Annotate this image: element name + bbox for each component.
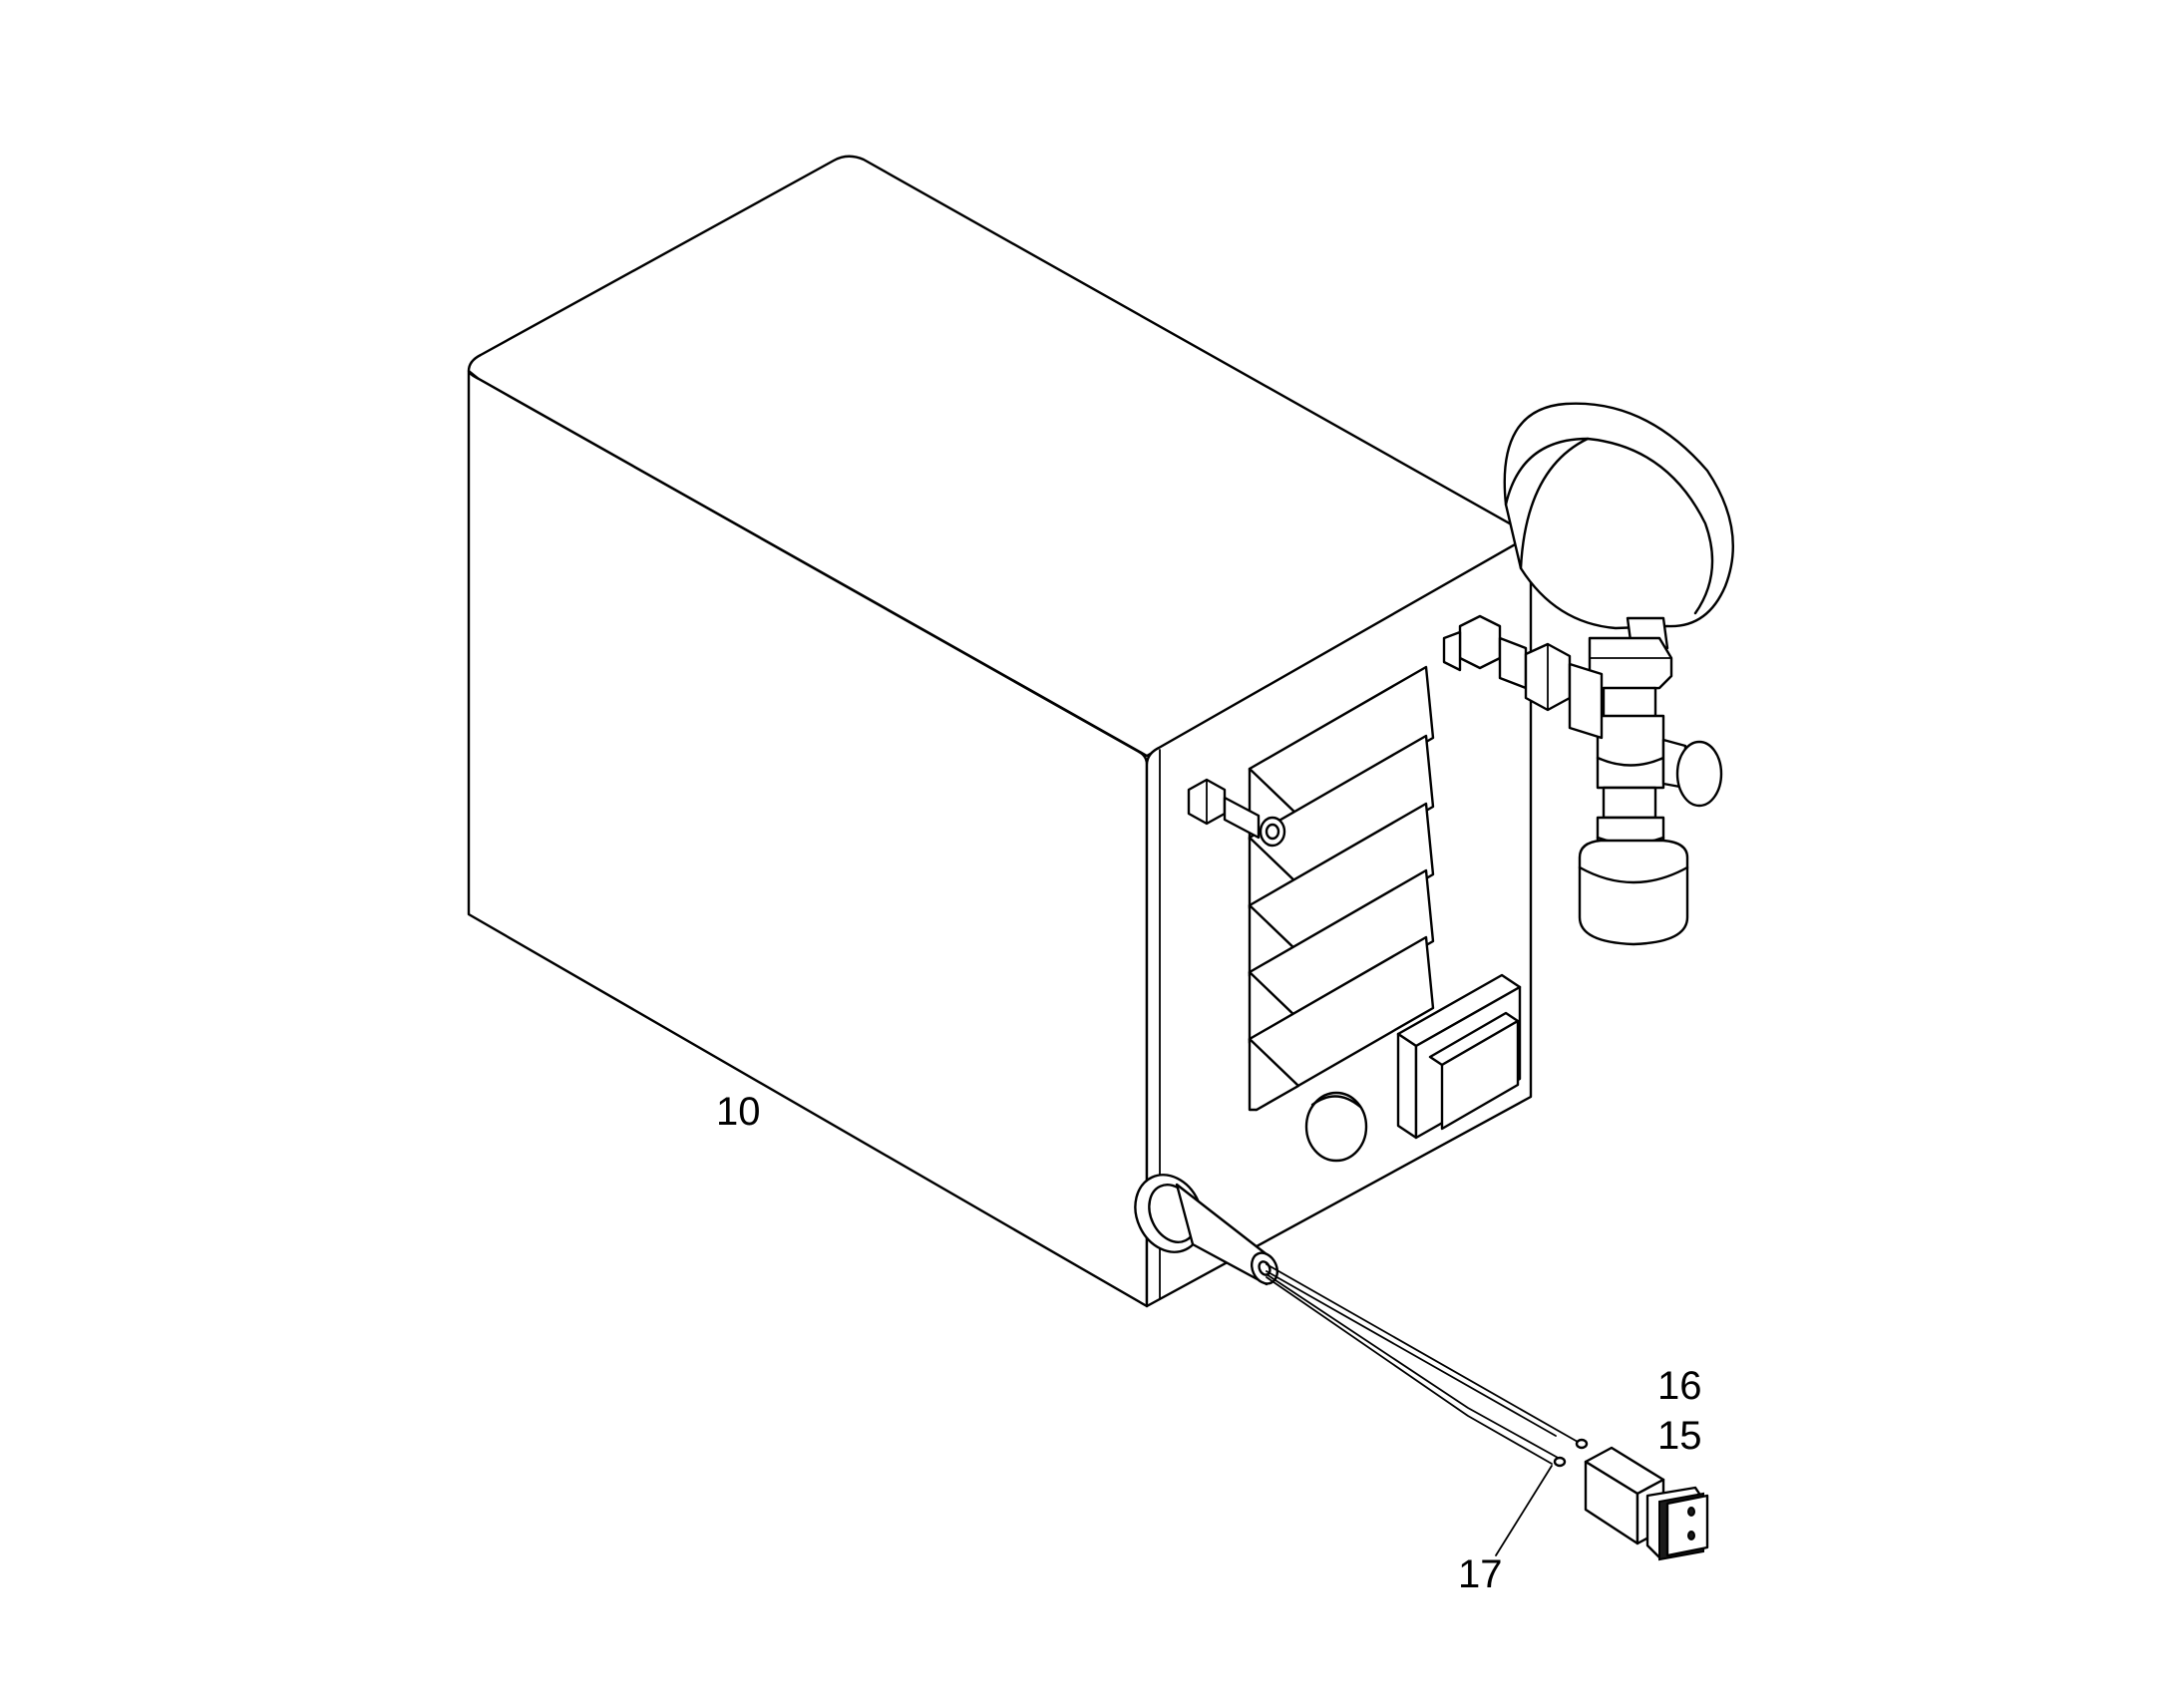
housing-top-face xyxy=(467,155,1533,758)
callout-wire: 17 xyxy=(1458,1552,1503,1596)
terminal-block xyxy=(1248,935,1435,1112)
gauge-dial-icon xyxy=(1503,402,1734,630)
callout-connector-a: 16 xyxy=(1657,1364,1702,1408)
pressure-gauge-assembly xyxy=(1442,402,1734,946)
cable-gland xyxy=(1134,1174,1279,1286)
terminal-strip xyxy=(1248,665,1435,1112)
relay-switch xyxy=(1396,973,1522,1140)
round-button xyxy=(1304,1091,1368,1163)
wire-leads xyxy=(1266,1263,1589,1468)
callout-connector-b: 15 xyxy=(1657,1414,1702,1458)
callout-17-leader xyxy=(1495,1465,1553,1556)
callout-housing: 10 xyxy=(716,1090,761,1134)
connector-plug xyxy=(1584,1446,1709,1561)
bolt-fitting xyxy=(1187,778,1286,848)
